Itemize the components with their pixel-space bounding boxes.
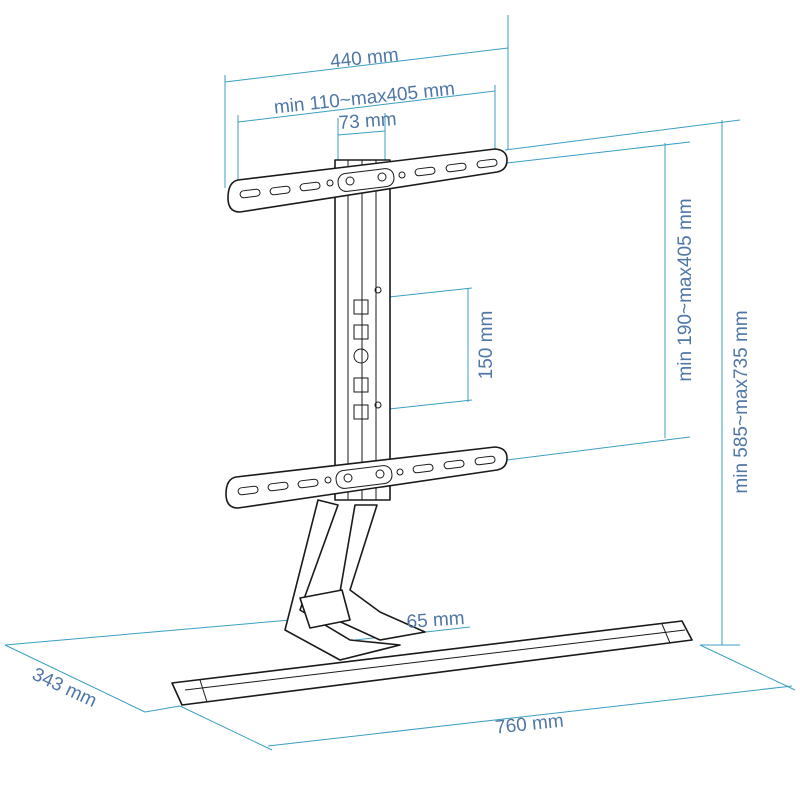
dimension-lines — [4, 15, 796, 751]
leg-width-label: 65 mm — [406, 608, 465, 633]
stand-legs — [284, 499, 426, 661]
base-width-label: 760 mm — [494, 711, 564, 739]
base-depth-label: 343 mm — [29, 664, 100, 712]
base-bar — [171, 620, 693, 706]
column-width-label: 73 mm — [338, 109, 397, 134]
bottom-mounting-plate — [225, 446, 508, 509]
vesa-step-label: 150 mm — [476, 311, 497, 380]
vertical-column — [334, 159, 391, 501]
vesa-vertical-label: min 190~max405 mm — [675, 198, 696, 381]
plate-width-label: 440 mm — [329, 45, 399, 73]
total-height-label: min 585~max735 mm — [731, 310, 752, 493]
top-mounting-plate — [227, 148, 508, 213]
